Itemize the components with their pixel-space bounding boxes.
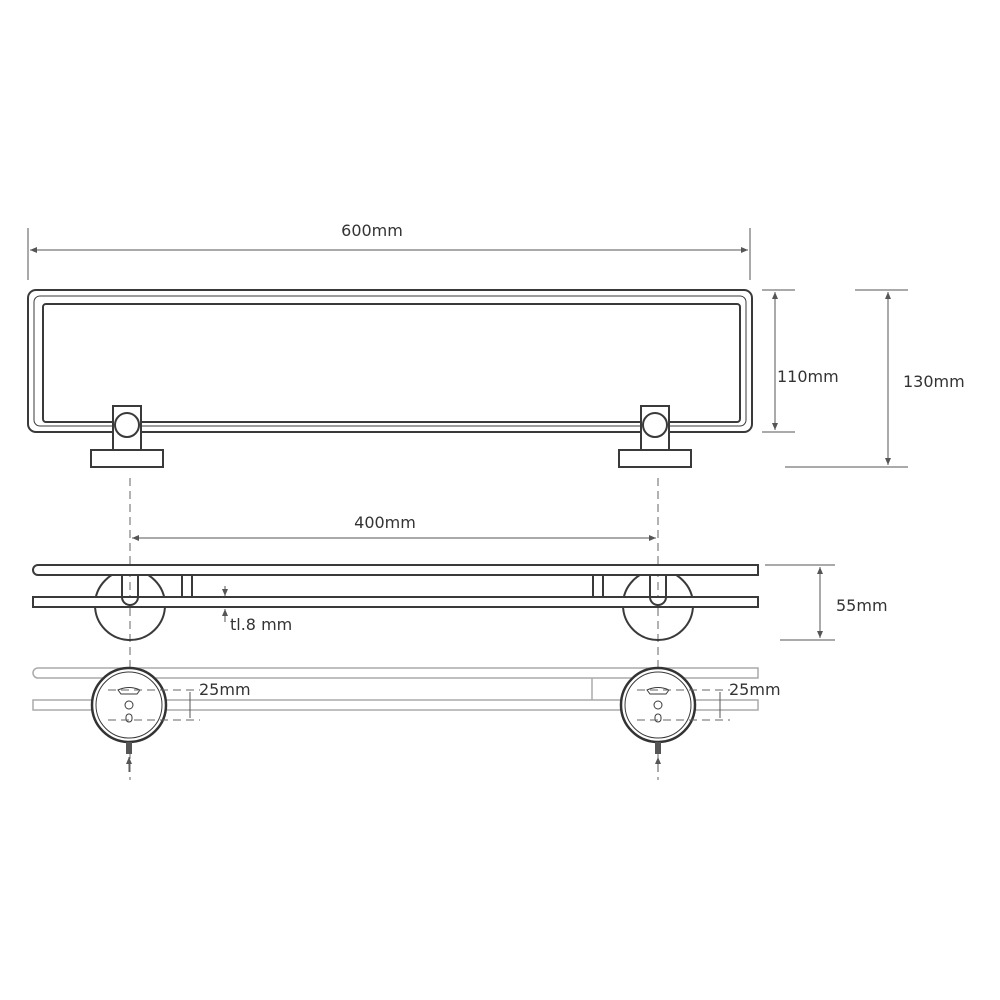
hole-spacing-left-label: 25mm xyxy=(199,680,251,699)
wall-plate-right: 25mm xyxy=(619,666,781,772)
hole-spacing-right-label: 25mm xyxy=(729,680,781,699)
height-label: 55mm xyxy=(836,596,888,615)
total-depth-label: 130mm xyxy=(903,372,965,391)
shelf-depth-label: 110mm xyxy=(777,367,839,386)
side-view xyxy=(32,564,759,641)
bracket-right xyxy=(618,405,692,468)
dimension-55: 55mm xyxy=(765,564,888,641)
bracket-spacing-label: 400mm xyxy=(354,513,416,532)
bracket-left xyxy=(90,405,164,468)
dimension-600: 600mm xyxy=(27,221,751,280)
dimension-thickness: tl.8 mm xyxy=(222,586,292,634)
dimension-110: 110mm xyxy=(762,289,839,433)
mounting-view: 25mm 25mm xyxy=(32,666,781,772)
glass-thickness-label: tl.8 mm xyxy=(230,615,292,634)
dimension-130: 130mm xyxy=(785,289,965,468)
total-length-label: 600mm xyxy=(341,221,403,240)
dimension-400: 400mm xyxy=(132,513,656,541)
wall-plate-left: 25mm xyxy=(90,666,251,772)
top-view xyxy=(27,289,753,468)
